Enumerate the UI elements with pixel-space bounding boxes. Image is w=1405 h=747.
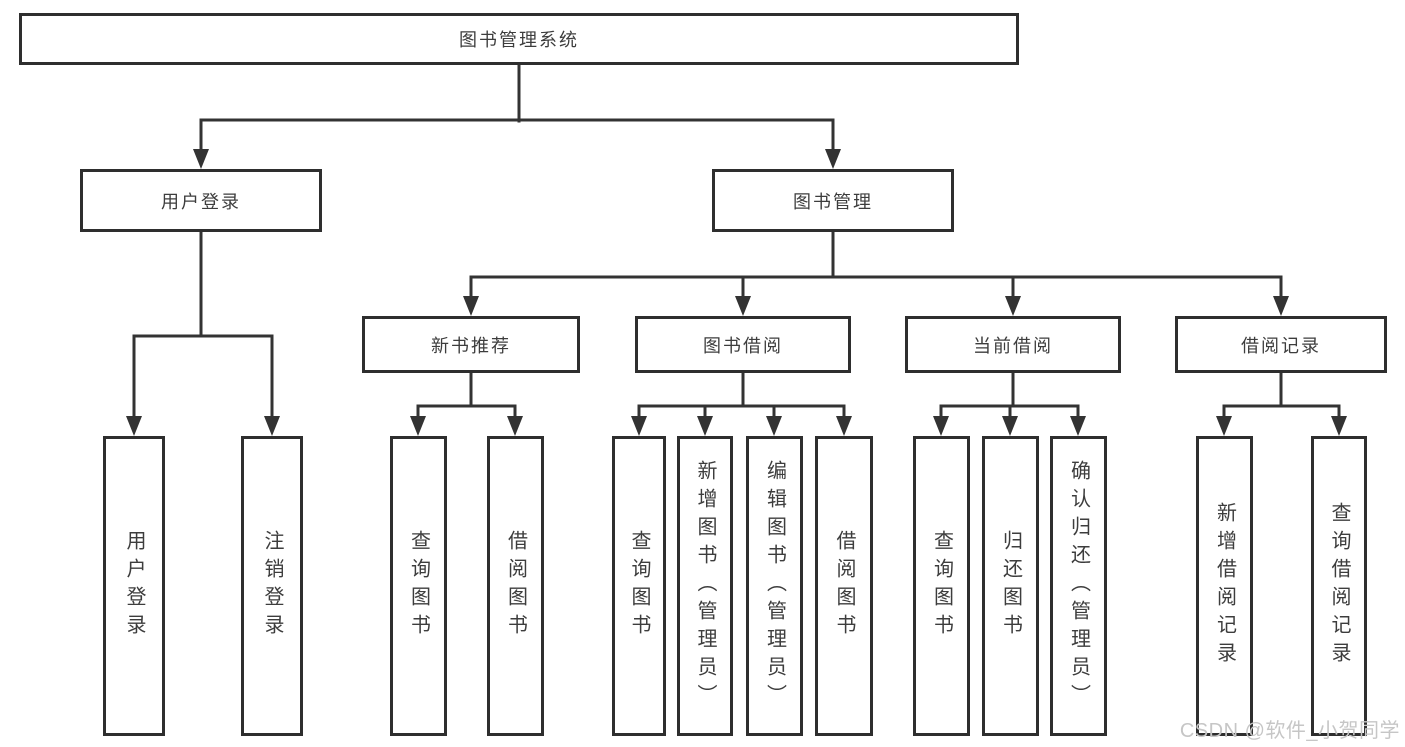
leaf-add-books-admin-label: 新增图书（管理员） [694,460,716,712]
leaf-logout: 注销登录 [241,436,303,736]
leaf-return-books: 归还图书 [982,436,1039,736]
csdn-watermark: CSDN @软件_小贺同学 [1179,720,1400,742]
leaf-add-borrow-record: 新增借阅记录 [1196,436,1253,736]
leaf-borrow-books-recommend: 借阅图书 [487,436,544,736]
node-book-borrowing: 图书借阅 [635,316,851,373]
node-current-borrowing: 当前借阅 [905,316,1121,373]
leaf-user-login-label: 用户登录 [123,530,145,642]
leaf-borrow-books-label: 借阅图书 [833,530,855,642]
node-new-book-recommend-label: 新书推荐 [431,335,511,356]
leaf-borrow-books-recommend-label: 借阅图书 [504,530,527,642]
leaf-query-books-current-label: 查询图书 [930,530,953,642]
leaf-user-login: 用户登录 [103,436,165,736]
leaf-edit-books-admin-label: 编辑图书（管理员） [763,460,786,712]
leaf-query-books-current: 查询图书 [913,436,970,736]
node-book-management: 图书管理 [712,169,954,232]
leaf-return-books-label: 归还图书 [999,530,1022,642]
leaf-edit-books-admin: 编辑图书（管理员） [746,436,803,736]
node-new-book-recommend: 新书推荐 [362,316,580,373]
leaf-query-books-recommend-label: 查询图书 [407,530,430,642]
leaf-query-books-recommend: 查询图书 [390,436,447,736]
leaf-logout-label: 注销登录 [261,530,283,642]
leaf-query-borrow-record-label: 查询借阅记录 [1328,502,1350,670]
node-borrowing-records: 借阅记录 [1175,316,1387,373]
node-borrowing-records-label: 借阅记录 [1241,335,1321,356]
leaf-add-books-admin: 新增图书（管理员） [677,436,733,736]
leaf-confirm-return-admin: 确认归还（管理员） [1050,436,1107,736]
leaf-borrow-books: 借阅图书 [815,436,873,736]
node-user-login: 用户登录 [80,169,322,232]
node-root-label: 图书管理系统 [459,30,579,50]
node-book-borrowing-label: 图书借阅 [703,335,783,356]
node-user-login-label: 用户登录 [161,191,241,212]
leaf-add-borrow-record-label: 新增借阅记录 [1213,502,1236,670]
node-book-management-label: 图书管理 [793,191,873,212]
leaf-query-borrow-record: 查询借阅记录 [1311,436,1367,736]
leaf-query-books-borrowing-label: 查询图书 [628,530,650,642]
leaf-query-books-borrowing: 查询图书 [612,436,666,736]
leaf-confirm-return-admin-label: 确认归还（管理员） [1067,460,1090,712]
node-current-borrowing-label: 当前借阅 [973,335,1053,356]
node-root-library-system: 图书管理系统 [19,13,1019,65]
